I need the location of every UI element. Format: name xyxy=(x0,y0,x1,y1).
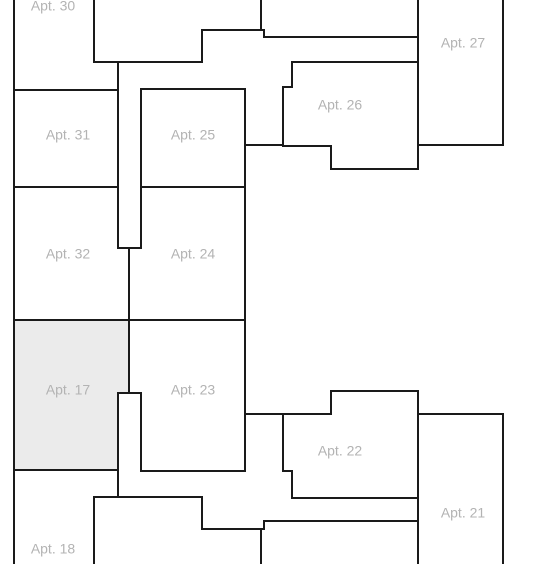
apartment-shape[interactable] xyxy=(13,319,130,471)
corridor-wall xyxy=(118,496,418,530)
apartment-apt-23[interactable]: Apt. 23 xyxy=(128,319,246,472)
apartment-shape[interactable] xyxy=(417,0,504,146)
apartment-apt-28[interactable] xyxy=(260,0,419,38)
apartment-apt-20[interactable] xyxy=(260,520,419,564)
apartment-shape[interactable] xyxy=(128,319,246,472)
apartment-shape[interactable] xyxy=(140,88,246,188)
apartment-shape[interactable] xyxy=(93,496,262,564)
apartment-apt-22[interactable]: Apt. 22 xyxy=(282,390,419,499)
apartment-shape[interactable] xyxy=(282,61,419,170)
apartment-shape[interactable] xyxy=(128,186,246,321)
apartment-apt-31[interactable]: Apt. 31 xyxy=(13,89,119,188)
apartment-shape[interactable] xyxy=(260,0,419,38)
apartment-apt-26[interactable]: Apt. 26 xyxy=(282,61,419,170)
corridor-wall xyxy=(118,29,418,63)
apartment-apt-32[interactable]: Apt. 32 xyxy=(13,186,130,321)
apartment-apt-21[interactable]: Apt. 21 xyxy=(417,413,504,564)
apartment-shape[interactable] xyxy=(282,390,419,499)
apartment-apt-17[interactable]: Apt. 17 xyxy=(13,319,130,471)
apartment-shape[interactable] xyxy=(417,413,504,564)
apartment-apt-24[interactable]: Apt. 24 xyxy=(128,186,246,321)
apartment-shape[interactable] xyxy=(13,89,119,188)
apartment-shape[interactable] xyxy=(13,186,130,321)
apartment-apt-25[interactable]: Apt. 25 xyxy=(140,88,246,188)
apartment-shape[interactable] xyxy=(260,520,419,564)
apartment-apt-19[interactable] xyxy=(93,496,262,564)
apartment-apt-27[interactable]: Apt. 27 xyxy=(417,0,504,146)
